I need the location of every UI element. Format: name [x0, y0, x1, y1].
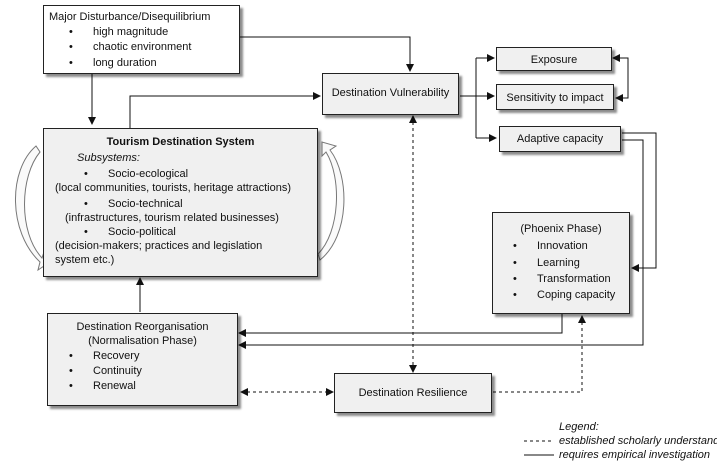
adaptive-capacity-label: Adaptive capacity [516, 133, 604, 145]
reorganisation-box: Destination Reorganisation (Normalisatio… [47, 313, 238, 406]
phoenix-item: Coping capacity [513, 288, 615, 302]
subsystems-label: Subsystems: [77, 152, 140, 164]
reorganisation-item: Recovery [69, 349, 139, 363]
subsystem-detail: (local communities, tourists, heritage a… [55, 182, 291, 194]
arrow-phoenix-reorg [238, 314, 563, 337]
tourism-system-box: Tourism Destination System Subsystems: S… [43, 128, 318, 277]
tourism-system-title: Tourism Destination System [106, 136, 255, 148]
vulnerability-box: Destination Vulnerability [322, 73, 459, 115]
reorganisation-subtitle: (Normalisation Phase) [88, 335, 197, 347]
phoenix-item: Innovation [513, 239, 588, 253]
resilience-title: Destination Resilience [358, 387, 468, 399]
legend-title: Legend: [559, 421, 599, 433]
disturbance-box: Major Disturbance/Disequilibrium high ma… [43, 5, 240, 74]
vulnerability-title: Destination Vulnerability [331, 87, 450, 99]
resilience-box: Destination Resilience [334, 373, 492, 413]
subsystem-name: Socio-ecological [84, 167, 188, 181]
sensitivity-label: Sensitivity to impact [506, 92, 604, 104]
legend-dashed-label: established scholarly understanding [559, 435, 717, 447]
arrow-adaptive-phoenix [622, 132, 657, 272]
disturbance-item: chaotic environment [69, 40, 191, 54]
arrow-system-vulnerability [129, 92, 321, 128]
legend-solid-label: requires empirical investigation [559, 449, 711, 461]
phoenix-item: Transformation [513, 272, 611, 286]
adaptive-capacity-box: Adaptive capacity [499, 126, 621, 152]
subsystem-detail: (infrastructures, tourism related busine… [65, 212, 279, 224]
sensitivity-box: Sensitivity to impact [496, 84, 614, 110]
phoenix-title: (Phoenix Phase) [520, 223, 602, 235]
line-adaptive-reorg [238, 139, 644, 349]
subsystem-name: Socio-political [84, 225, 176, 239]
loop-exposure-sensitivity [612, 54, 629, 102]
dashed-resilience-phoenix [493, 315, 586, 393]
bracket-components [460, 58, 477, 138]
cycle-arrow-right [317, 141, 345, 261]
subsystem-detail-cont: system etc.) [55, 254, 115, 266]
phoenix-item: Learning [513, 256, 580, 270]
subsystem-name: Socio-technical [84, 197, 183, 211]
disturbance-title: Major Disturbance/Disequilibrium [49, 11, 211, 23]
disturbance-item: high magnitude [69, 25, 168, 39]
subsystem-detail: (decision-makers; practices and legislat… [55, 240, 263, 252]
phoenix-phase-box: (Phoenix Phase) Innovation Learning Tran… [492, 212, 630, 314]
exposure-box: Exposure [496, 47, 612, 71]
reorganisation-item: Continuity [69, 364, 142, 378]
arrow-disturbance-vulnerability [240, 36, 414, 72]
disturbance-item: long duration [69, 56, 157, 70]
reorganisation-title: Destination Reorganisation [76, 321, 209, 333]
reorganisation-item: Renewal [69, 379, 136, 393]
exposure-label: Exposure [530, 54, 578, 66]
